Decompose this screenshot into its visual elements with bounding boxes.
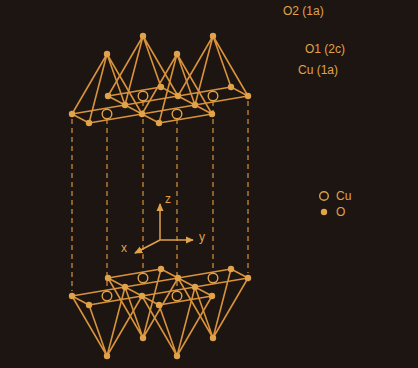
legend-text: O bbox=[336, 205, 345, 219]
axes bbox=[135, 204, 193, 253]
axis-label: z bbox=[165, 192, 171, 206]
legend-row: Cu bbox=[318, 188, 351, 204]
pyramids-lower bbox=[72, 269, 248, 356]
legend-text: Cu bbox=[336, 189, 351, 203]
legend-row: O bbox=[318, 204, 351, 220]
site-label: O1 (2c) bbox=[305, 42, 345, 56]
legend-swatch bbox=[318, 206, 330, 218]
copper-atoms bbox=[102, 91, 218, 301]
dashed-link bbox=[72, 101, 248, 291]
pyramids-upper bbox=[72, 36, 248, 123]
legend: CuO bbox=[318, 188, 351, 220]
axis-label: x bbox=[121, 241, 127, 255]
site-label: Cu (1a) bbox=[298, 63, 338, 77]
axis-label: y bbox=[199, 230, 205, 244]
site-label: O2 (1a) bbox=[283, 4, 324, 18]
oxygen-atoms bbox=[69, 33, 251, 359]
legend-swatch bbox=[318, 190, 330, 202]
